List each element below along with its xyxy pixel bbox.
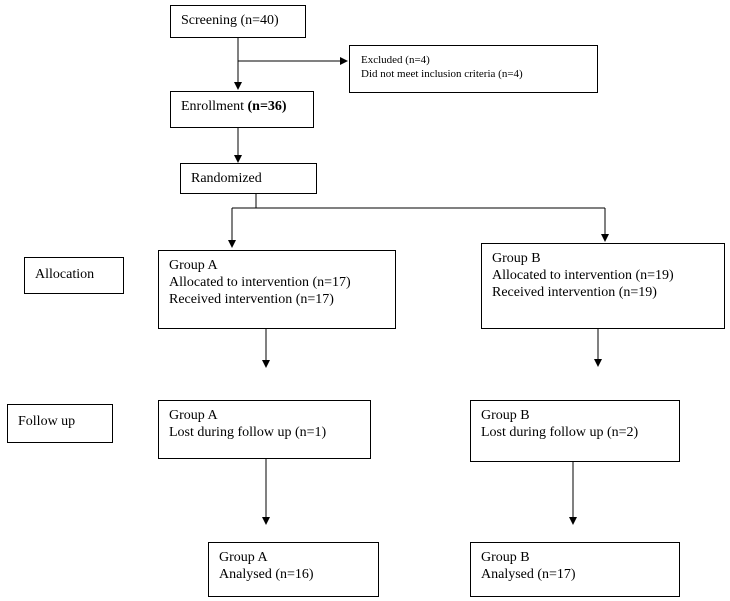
enrollment-box: Enrollment (n=36) xyxy=(170,91,314,128)
allocation-a-allocated: Allocated to intervention (n=17) xyxy=(169,275,351,290)
enrollment-text: Enrollment xyxy=(181,99,248,114)
allocation-b-group: Group B xyxy=(492,251,541,266)
enrollment-label: Enrollment (n=36) xyxy=(181,98,303,115)
stage-follow-up: Follow up xyxy=(7,404,113,443)
analysed-a-count: Analysed (n=16) xyxy=(219,567,314,582)
followup-b-group: Group B xyxy=(481,408,530,423)
analysed-group-b-box: Group B Analysed (n=17) xyxy=(470,542,680,597)
randomized-box: Randomized xyxy=(180,163,317,194)
screening-box: Screening (n=40) xyxy=(170,5,306,38)
allocation-group-b-box: Group B Allocated to intervention (n=19)… xyxy=(481,243,725,329)
followup-a-lost: Lost during follow up (n=1) xyxy=(169,425,327,440)
analysed-b-group: Group B xyxy=(481,550,530,565)
allocation-a-received: Received intervention (n=17) xyxy=(169,292,334,307)
analysed-a-group: Group A xyxy=(219,550,268,565)
analysed-b-count: Analysed (n=17) xyxy=(481,567,576,582)
followup-group-b-box: Group B Lost during follow up (n=2) xyxy=(470,400,680,462)
excluded-box: Excluded (n=4) Did not meet inclusion cr… xyxy=(349,45,598,93)
excluded-label: Excluded (n=4) xyxy=(361,54,430,66)
allocation-group-a-box: Group A Allocated to intervention (n=17)… xyxy=(158,250,396,329)
followup-group-a-box: Group A Lost during follow up (n=1) xyxy=(158,400,371,459)
stage-allocation: Allocation xyxy=(24,257,124,294)
screening-label: Screening (n=40) xyxy=(181,13,279,28)
enrollment-count: (n=36) xyxy=(247,99,287,114)
allocation-b-received: Received intervention (n=19) xyxy=(492,285,657,300)
excluded-reason: Did not meet inclusion criteria (n=4) xyxy=(361,68,523,80)
stage-allocation-label: Allocation xyxy=(35,267,95,282)
stage-follow-up-label: Follow up xyxy=(18,414,76,429)
analysed-group-a-box: Group A Analysed (n=16) xyxy=(208,542,379,597)
allocation-b-allocated: Allocated to intervention (n=19) xyxy=(492,268,674,283)
followup-b-lost: Lost during follow up (n=2) xyxy=(481,425,639,440)
randomized-label: Randomized xyxy=(191,171,262,186)
allocation-a-group: Group A xyxy=(169,258,218,273)
followup-a-group: Group A xyxy=(169,408,218,423)
